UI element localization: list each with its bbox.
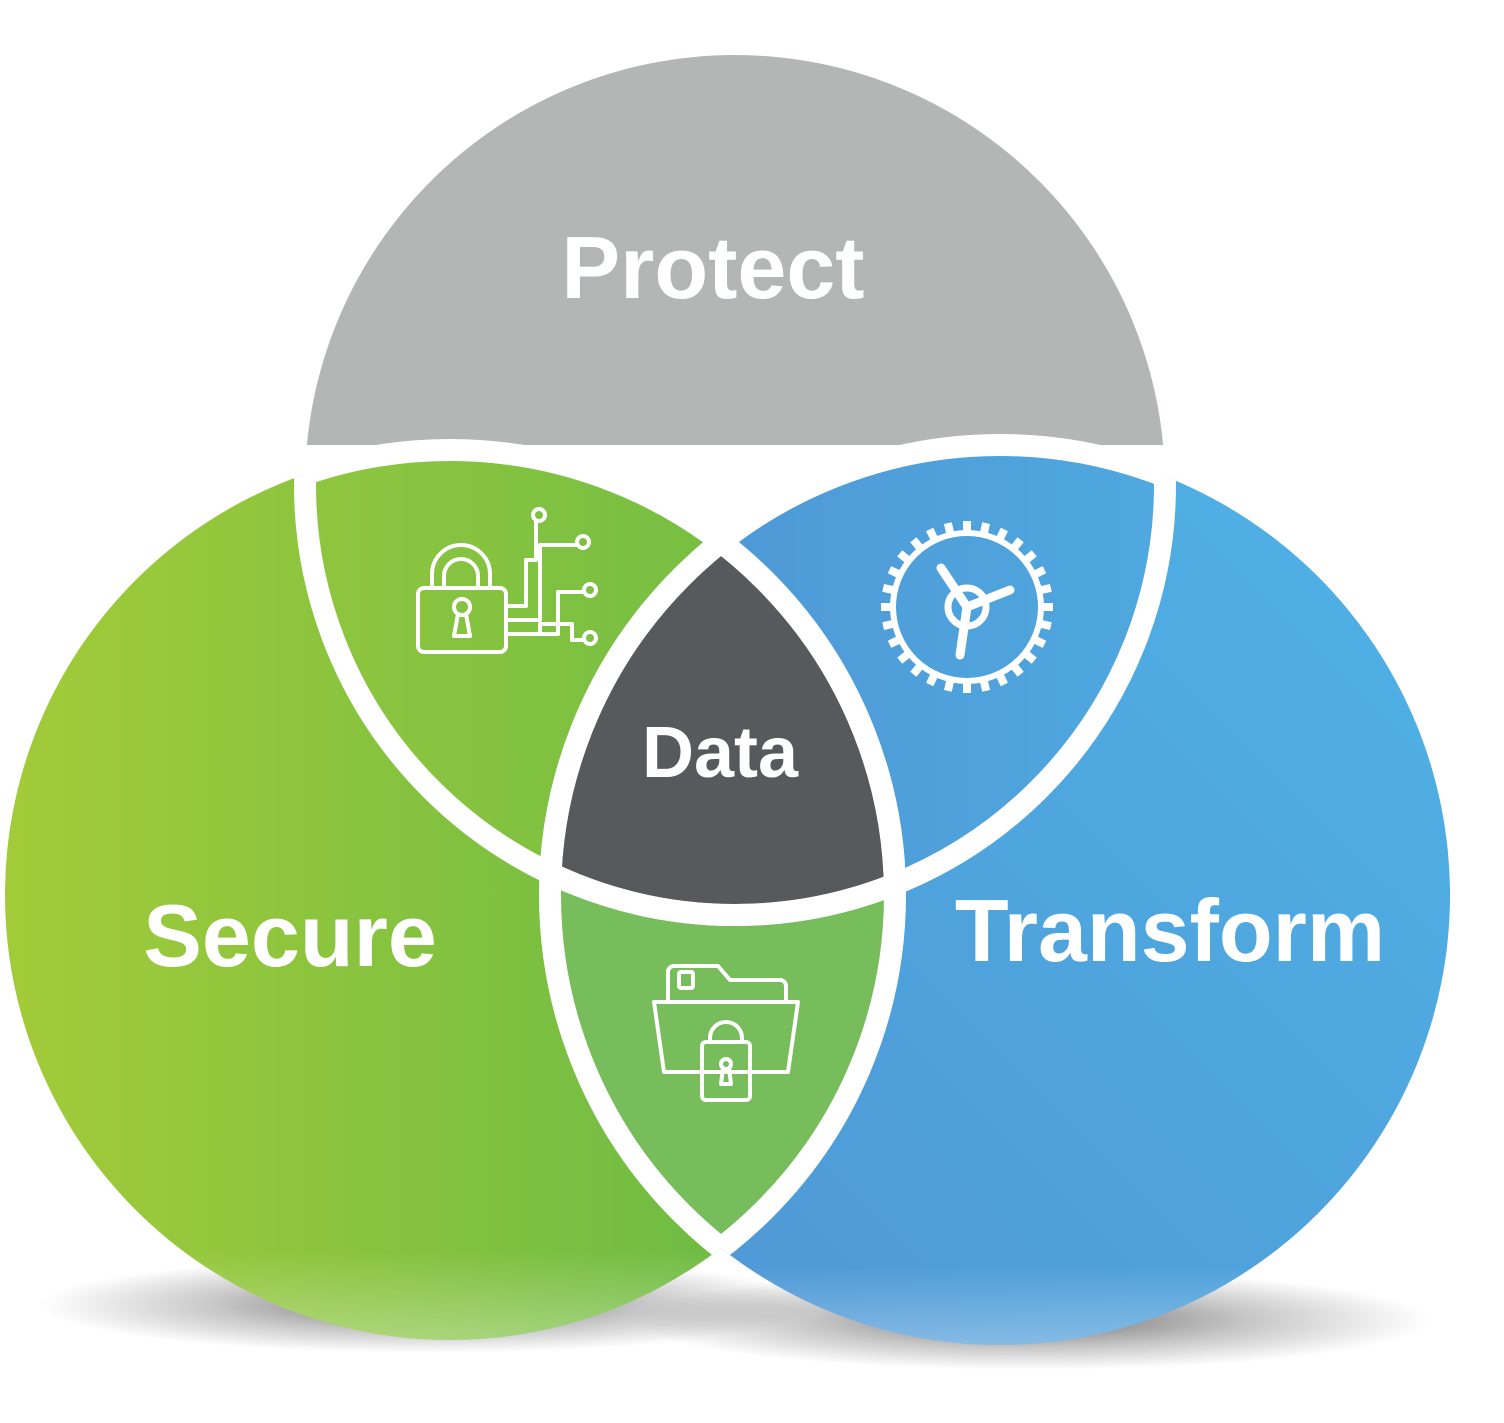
transform-label: Transform [955, 881, 1385, 980]
gear-icon [881, 521, 1053, 693]
folder-lock-icon [652, 964, 800, 1102]
protect-label: Protect [561, 218, 864, 317]
circuit-lock-icon [416, 507, 598, 654]
data-label: Data [642, 713, 799, 793]
circle-outlines [294, 434, 1176, 1345]
secure-label: Secure [143, 886, 437, 985]
data-center-region [550, 450, 895, 915]
